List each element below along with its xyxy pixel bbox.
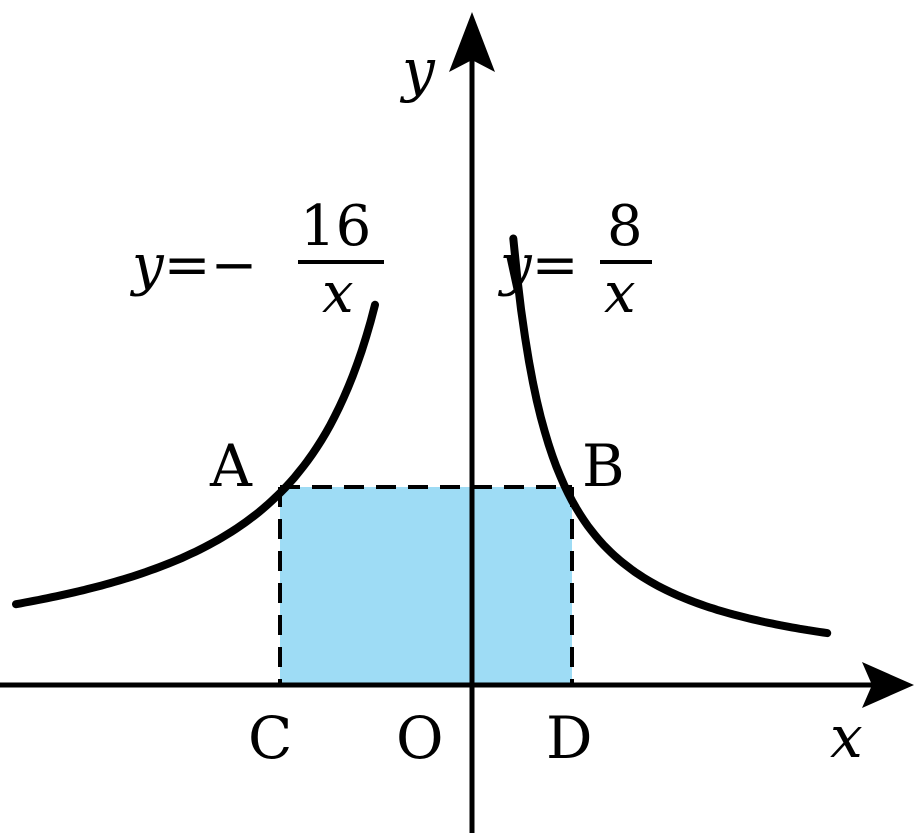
- left-equation-denominator: x: [322, 261, 354, 326]
- x-axis-arrow: [862, 662, 914, 708]
- point-a-label: A: [209, 432, 253, 500]
- origin-label: O: [396, 704, 444, 772]
- y-axis-label: y: [399, 36, 436, 104]
- left-equation-numerator: 16: [300, 194, 371, 259]
- x-axis-label: x: [830, 703, 863, 771]
- right-equation-denominator: x: [604, 261, 636, 326]
- point-c-label: C: [248, 704, 292, 772]
- y-axis-arrow: [449, 12, 495, 72]
- left-equation-prefix: y=−: [129, 233, 257, 298]
- point-b-label: B: [582, 432, 625, 500]
- left-equation: y=− 16 x: [129, 194, 384, 326]
- left-hyperbola-curve: [12, 300, 379, 609]
- right-hyperbola-curve: [509, 234, 832, 638]
- shaded-rectangle: [280, 487, 572, 685]
- right-equation-prefix: y=: [497, 233, 579, 298]
- right-equation-numerator: 8: [607, 194, 643, 259]
- rectangle-outline: [278, 485, 574, 685]
- point-d-label: D: [546, 704, 593, 772]
- right-equation: y= 8 x: [497, 194, 652, 326]
